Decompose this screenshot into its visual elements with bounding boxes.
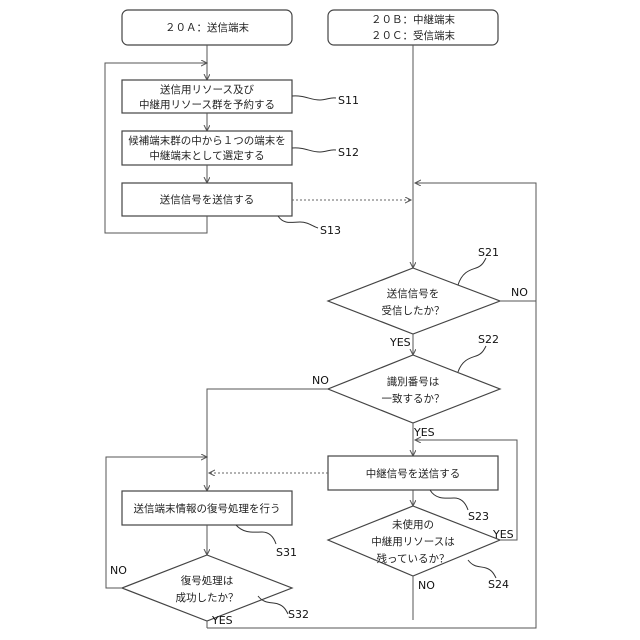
step-s12-text-1: 候補端末群の中から１つの端末を xyxy=(128,134,286,147)
no-branch-connector xyxy=(207,389,328,491)
decision-s32-tag: S32 xyxy=(288,608,309,621)
branch-label-s22-no: NO xyxy=(312,374,329,387)
leader-line xyxy=(292,148,336,152)
branch-label-s24-no: NO xyxy=(418,579,435,592)
decision-s24-tag: S24 xyxy=(488,578,509,591)
decision-s21 xyxy=(328,268,500,334)
step-s12-text-2: 中継端末として選定する xyxy=(149,149,264,162)
leader-line xyxy=(236,525,276,544)
branch-label-s21-no: NO xyxy=(511,286,528,299)
branch-label-s21-yes: YES xyxy=(389,336,411,349)
decision-s21-text-2: 受信したか？ xyxy=(382,305,445,317)
step-s31-text: 送信端末情報の復号処理を行う xyxy=(134,502,281,515)
decision-s32-text-1: 復号処理は xyxy=(181,574,234,587)
branch-label-s32-yes: YES xyxy=(211,614,233,627)
relay-terminal-label: ２０Ｂ：中継端末 xyxy=(371,13,455,26)
step-s11-tag: S11 xyxy=(338,94,359,107)
decision-s21-tag: S21 xyxy=(478,246,499,259)
step-s12-tag: S12 xyxy=(338,146,359,159)
step-s13-tag: S13 xyxy=(320,224,341,237)
leader-line xyxy=(458,346,486,372)
decision-s22-tag: S22 xyxy=(478,333,499,346)
decision-s24-text-3: 残っているか？ xyxy=(377,552,450,565)
leader-line xyxy=(292,96,336,100)
step-s23-text: 中継信号を送信する xyxy=(366,467,461,480)
leader-line xyxy=(278,216,318,228)
decision-s22-text-2: 一致するか？ xyxy=(382,392,445,405)
receiver-terminal-label: ２０Ｃ：受信端末 xyxy=(371,29,455,42)
leader-line xyxy=(458,258,486,285)
step-s11-text-2: 中継用リソース群を予約する xyxy=(139,98,275,111)
decision-s24-text-1: 未使用の xyxy=(392,518,434,531)
decision-s21-text-1: 送信信号を xyxy=(387,287,440,300)
decision-s24-text-2: 中継用リソースは xyxy=(371,535,454,548)
step-s23-tag: S23 xyxy=(468,510,489,523)
leader-line xyxy=(468,560,496,578)
branch-label-s22-yes: YES xyxy=(413,426,435,439)
step-s13-text: 送信信号を送信する xyxy=(160,193,255,206)
step-s11-text-1: 送信用リソース及び xyxy=(160,83,254,96)
decision-s32-text-2: 成功したか？ xyxy=(176,592,239,604)
sender-terminal-label: ２０Ａ：送信端末 xyxy=(165,21,249,34)
decision-s22-text-1: 識別番号は xyxy=(387,375,440,388)
decision-s32 xyxy=(122,555,292,621)
branch-label-s32-no: NO xyxy=(110,564,127,577)
step-s31-tag: S31 xyxy=(276,546,297,559)
decision-s22 xyxy=(328,355,500,423)
branch-label-s24-yes: YES xyxy=(492,528,514,541)
leader-line xyxy=(430,490,468,510)
